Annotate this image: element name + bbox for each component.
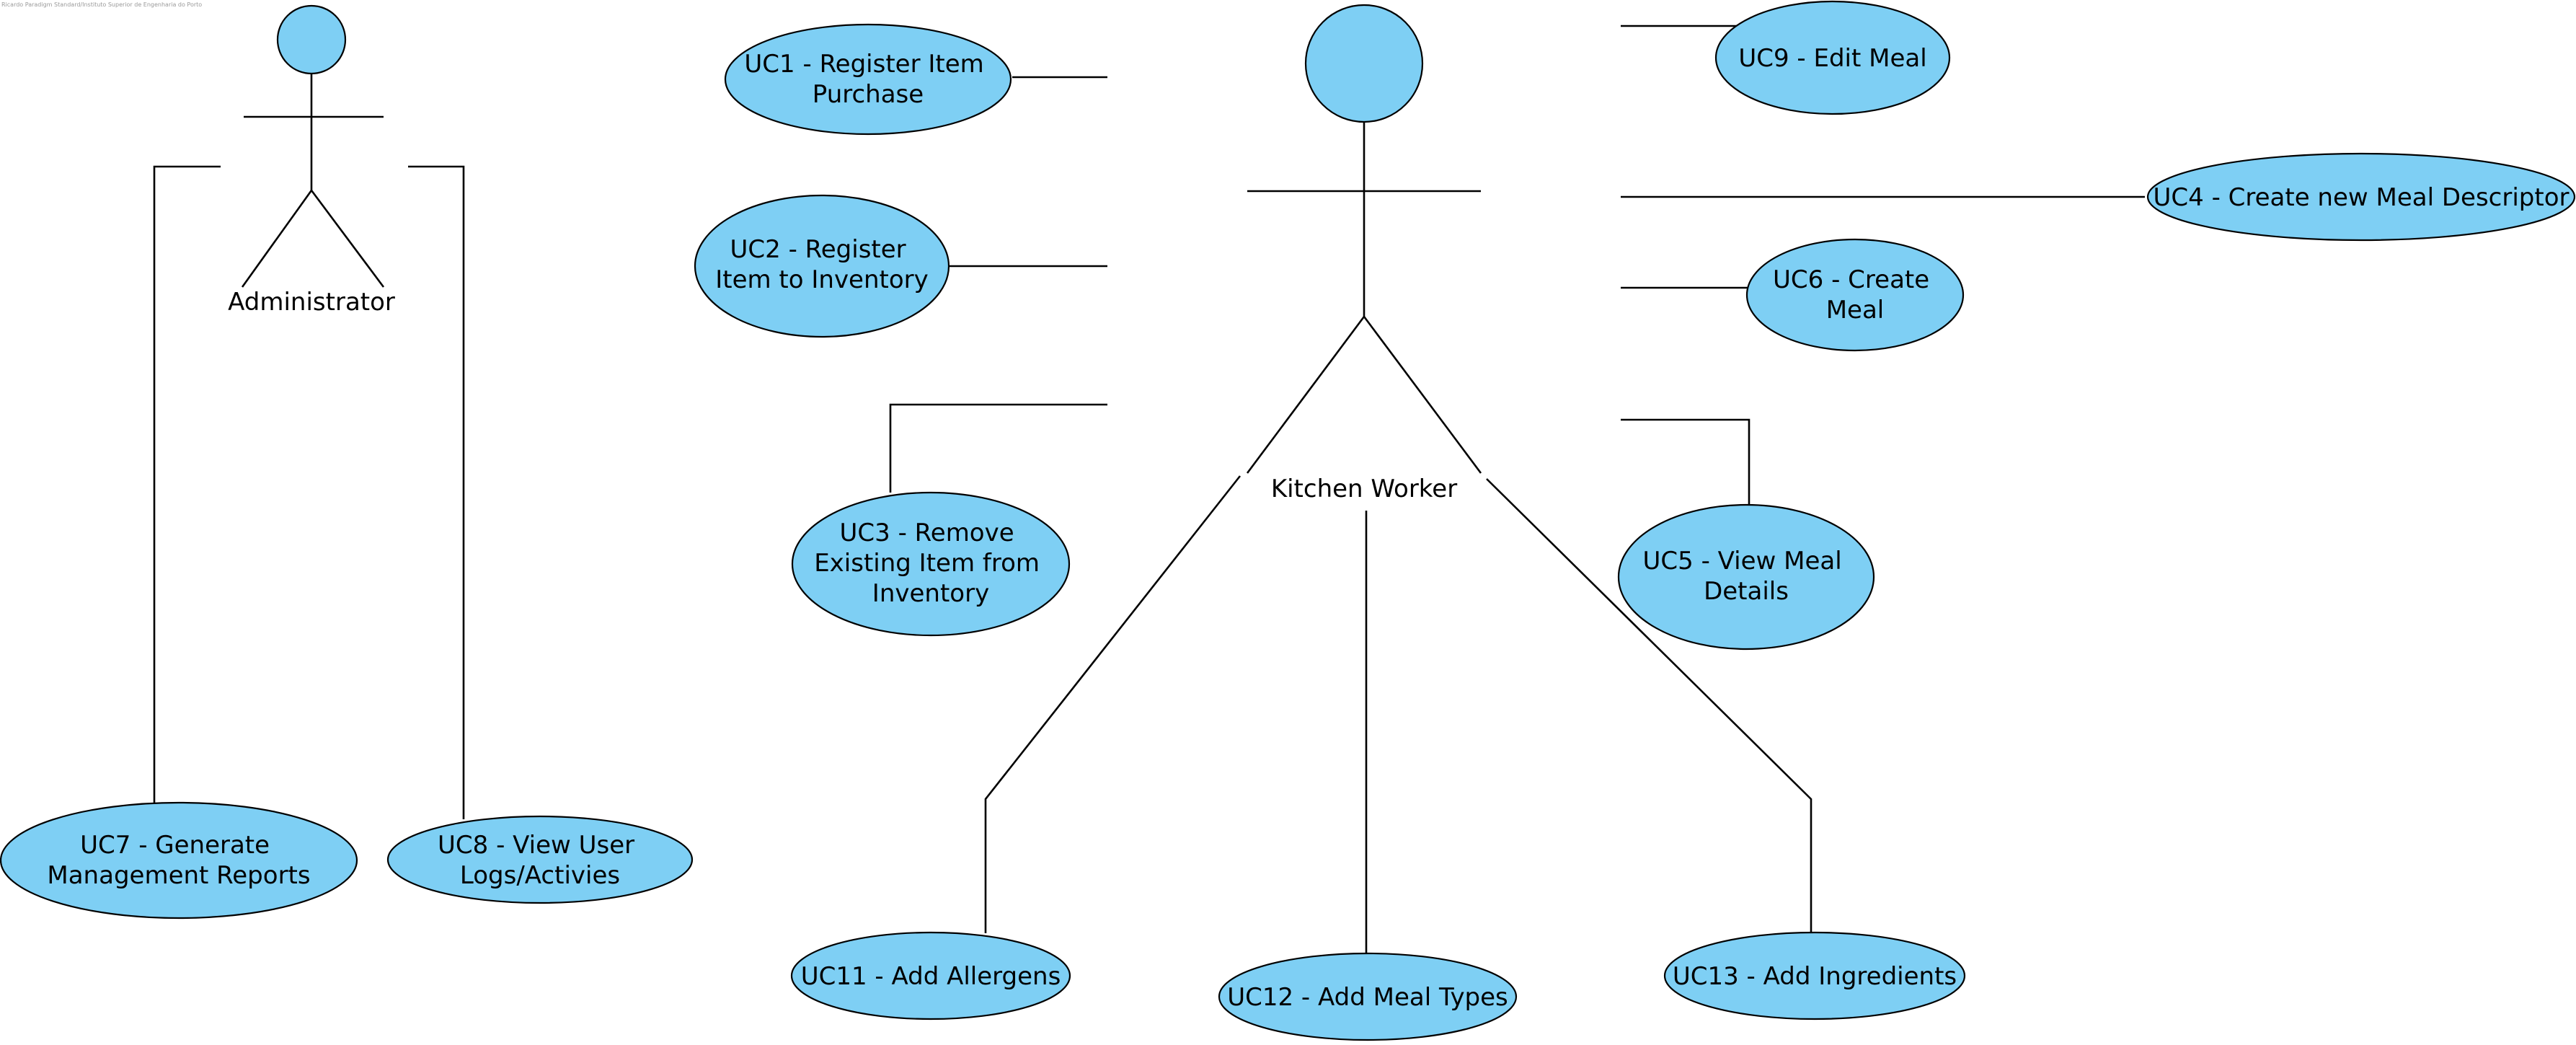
uc13-label-line-1: UC13 - Add Ingredients (1673, 962, 1957, 991)
svg-text:UC5 - View Meal Details: UC5 - View Meal Details (1643, 547, 1850, 606)
uc5-ellipse (1617, 503, 1875, 651)
header-note: Ricardo Paradigm Standard/Instituto Supe… (1, 1, 202, 8)
assoc-admin-uc8 (408, 165, 465, 819)
uc9-ellipse (1714, 0, 1951, 115)
uc4-label-line-1: UC4 - Create new Meal Descriptor (2154, 183, 2570, 212)
uc3-label-line-3: Inventory (872, 579, 989, 608)
svg-text:UC12 - Add Meal Types: UC12 - Add Meal Types (1227, 983, 1508, 1012)
uc11-label-line-1: UC11 - Add Allergens (801, 962, 1061, 991)
actor-kitchen-worker[interactable]: Kitchen Worker (1246, 4, 1482, 503)
use-case-uc7[interactable]: UC7 - Generate Management Reports (0, 801, 358, 920)
uc6-ellipse (1745, 238, 1965, 352)
actor-kitchen-worker-leg-right (1363, 316, 1482, 474)
assoc-kw-uc11 (984, 475, 1241, 933)
svg-text:UC9 - Edit Meal: UC9 - Edit Meal (1738, 44, 1926, 73)
actor-kitchen-worker-label: Kitchen Worker (1271, 475, 1457, 503)
uc4-ellipse (2146, 152, 2576, 242)
administrator-associations (153, 165, 465, 819)
uc3-label-line-2: Existing Item from (814, 549, 1040, 578)
svg-text:UC2 - Register Item to I: UC2 - Register Item to Inventory (715, 235, 929, 294)
use-case-uc13[interactable]: UC13 - Add Ingredients (1663, 931, 1966, 1020)
use-case-uc1[interactable]: UC1 - Register Item Purchase (724, 23, 1012, 136)
uc8-label-line-2: Logs/Activies (460, 861, 620, 890)
uc7-ellipse (0, 801, 358, 920)
svg-text:UC1 - Register Item Purc: UC1 - Register Item Purchase (744, 50, 991, 109)
uc1-label-line-2: Purchase (813, 80, 924, 109)
use-case-uc5[interactable]: UC5 - View Meal Details (1617, 503, 1875, 651)
uc3-ellipse (791, 491, 1071, 637)
use-case-uc11[interactable]: UC11 - Add Allergens (790, 931, 1071, 1020)
svg-text:UC13 - Add Ingredients: UC13 - Add Ingredients (1673, 962, 1957, 991)
actor-kitchen-worker-leg-left (1246, 316, 1366, 474)
uc1-ellipse (724, 23, 1012, 136)
use-case-uc8[interactable]: UC8 - View User Logs/Activies (386, 815, 694, 904)
svg-text:UC4 - Create new Meal Descript: UC4 - Create new Meal Descriptor (2154, 183, 2570, 212)
assoc-kw-uc3 (889, 403, 1107, 493)
actor-kitchen-worker-head (1304, 4, 1424, 123)
uc5-label-line-2: Details (1704, 577, 1789, 606)
uc9-label-line-1: UC9 - Edit Meal (1738, 44, 1926, 73)
use-case-uc6[interactable]: UC6 - Create Meal (1745, 238, 1965, 352)
uc8-label-line-1: UC8 - View User (438, 831, 634, 860)
uc3-label-line-1: UC3 - Remove (840, 519, 1014, 547)
svg-text:UC7 - Generate Managemen: UC7 - Generate Management Reports (47, 831, 310, 890)
svg-text:UC3 - Remove Existing It: UC3 - Remove Existing Item from Inventor… (814, 519, 1048, 608)
use-case-uc2[interactable]: UC2 - Register Item to Inventory (694, 194, 950, 338)
uc1-label-line-1: UC1 - Register Item (744, 50, 983, 79)
assoc-kw-uc5 (1621, 418, 1750, 505)
uc6-label-line-2: Meal (1826, 296, 1885, 325)
svg-text:UC6 - Create Meal: UC6 - Create Meal (1773, 265, 1937, 325)
assoc-admin-uc7 (153, 165, 221, 806)
uc2-ellipse (694, 194, 950, 338)
uc6-label-line-1: UC6 - Create (1773, 265, 1929, 294)
uc12-label-line-1: UC12 - Add Meal Types (1227, 983, 1508, 1012)
uc2-label-line-2: Item to Inventory (715, 265, 929, 294)
actor-administrator-head (276, 4, 347, 75)
uc8-ellipse (386, 815, 694, 904)
use-case-uc4[interactable]: UC4 - Create new Meal Descriptor (2146, 152, 2576, 242)
actor-administrator-leg-right (310, 190, 385, 288)
assoc-kw-uc13 (1486, 478, 1813, 933)
uc2-label-line-1: UC2 - Register (730, 235, 906, 264)
svg-text:UC8 - View User Logs/Act: UC8 - View User Logs/Activies (438, 831, 642, 890)
uc12-ellipse (1218, 952, 1518, 1041)
uc11-ellipse (790, 931, 1071, 1020)
use-case-uc9[interactable]: UC9 - Edit Meal (1714, 0, 1951, 115)
uc7-label-line-2: Management Reports (47, 861, 310, 890)
actor-administrator[interactable]: Administrator (228, 4, 395, 317)
actor-administrator-leg-left (241, 190, 313, 288)
use-case-uc12[interactable]: UC12 - Add Meal Types (1218, 952, 1518, 1041)
uc13-ellipse (1663, 931, 1966, 1020)
kitchen-worker-associations (889, 25, 2145, 953)
uc7-label-line-1: UC7 - Generate (80, 831, 270, 860)
svg-text:UC11 - Add Allergens: UC11 - Add Allergens (801, 962, 1061, 991)
actor-administrator-label: Administrator (228, 288, 395, 317)
use-case-uc3[interactable]: UC3 - Remove Existing Item from Inventor… (791, 491, 1071, 637)
uc5-label-line-1: UC5 - View Meal (1643, 547, 1842, 576)
